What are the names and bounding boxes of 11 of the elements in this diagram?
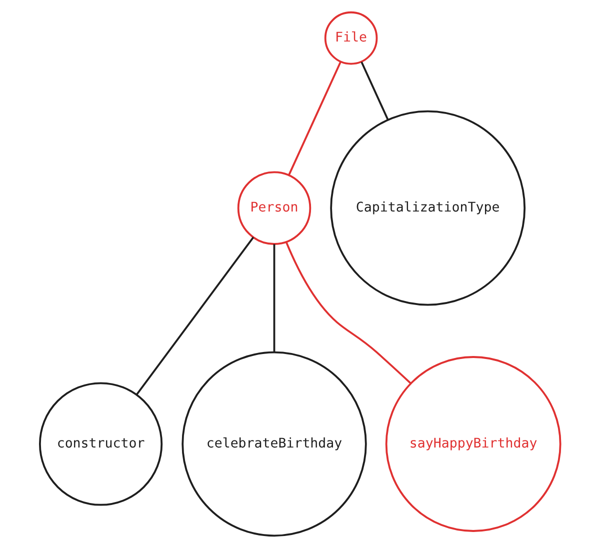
- connector: [136, 236, 254, 395]
- connector: [285, 242, 412, 384]
- node-circle: celebrateBirthday: [182, 351, 367, 537]
- node-circle: Person: [237, 171, 312, 245]
- connector: [273, 244, 276, 352]
- connector: [288, 62, 342, 176]
- connector: [360, 62, 389, 120]
- node-circle: constructor: [38, 382, 163, 506]
- node-circle: sayHappyBirthday: [385, 356, 562, 532]
- node-circle: File: [324, 11, 378, 65]
- node-circle: CapitalizationType: [330, 110, 526, 306]
